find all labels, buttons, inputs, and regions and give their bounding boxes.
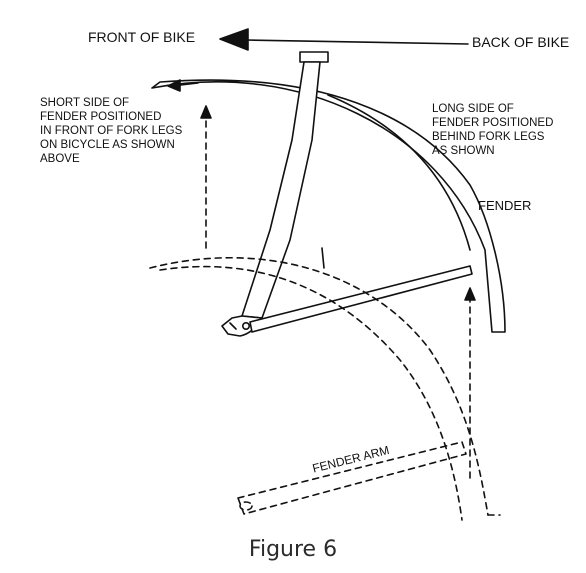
short-side-line: IN FRONT OF FORK LEGS <box>40 125 183 137</box>
fender-label: FENDER <box>478 198 532 213</box>
long-side-line: BEHIND FORK LEGS <box>432 131 545 143</box>
long-side-arrowhead <box>464 287 476 301</box>
long-side-label: LONG SIDE OF FENDER POSITIONED BEHIND FO… <box>432 102 553 158</box>
short-side-label: SHORT SIDE OF FENDER POSITIONED IN FRONT… <box>40 96 182 166</box>
dashed-fender-outline <box>149 256 501 521</box>
front-of-bike-label: FRONT OF BIKE <box>88 29 196 45</box>
figure-caption: Figure 6 <box>248 537 338 562</box>
long-side-line: LONG SIDE OF <box>432 103 514 115</box>
short-side-line: SHORT SIDE OF <box>40 97 130 109</box>
short-side-arrowhead <box>200 105 212 119</box>
long-side-line: AS SHOWN <box>432 145 495 157</box>
short-side-line: ABOVE <box>40 153 80 165</box>
direction-arrow <box>219 28 469 51</box>
dashed-fender-arm <box>237 441 467 515</box>
fender-inner-edge <box>327 94 471 251</box>
short-side-line: ON BICYCLE AS SHOWN <box>40 139 175 151</box>
back-of-bike-label: BACK OF BIKE <box>472 34 570 50</box>
installed-fender-arm <box>249 265 473 333</box>
installed-fender <box>151 79 506 333</box>
short-side-line: FENDER POSITIONED <box>40 111 162 123</box>
guide-arrows <box>205 115 471 479</box>
fork-leg <box>221 51 329 337</box>
long-side-line: FENDER POSITIONED <box>432 117 554 129</box>
